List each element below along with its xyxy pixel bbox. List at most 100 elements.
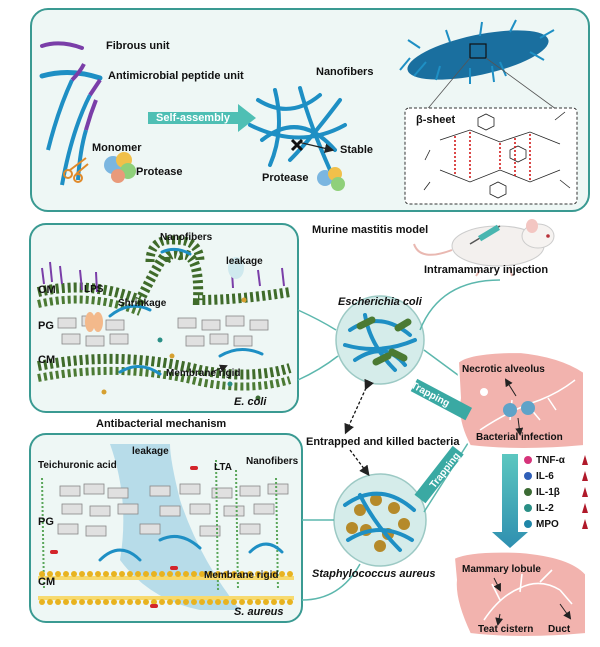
- up-arrow-icon: [582, 519, 588, 529]
- up-arrow-icon: [582, 471, 588, 481]
- up-arrow-icon: [582, 487, 588, 497]
- ecoli-leakage-label: leakage: [226, 256, 263, 267]
- mpo-dot-icon: [524, 520, 532, 528]
- protease-icon-2: [317, 167, 345, 191]
- zoom-box: [469, 43, 487, 59]
- sa-peptidoglycan-layer: [57, 483, 289, 537]
- cytokine-label: IL-1β: [536, 486, 560, 498]
- beta-sheet-label: β-sheet: [416, 114, 456, 126]
- lipid-head: [215, 599, 221, 605]
- protease-icon: [104, 152, 136, 183]
- il2-dot-icon: [524, 504, 532, 512]
- cytokine-label: TNF-α: [536, 454, 565, 466]
- bacterial-infection-label: Bacterial infection: [476, 432, 563, 443]
- sa-species-label: S. aureus: [234, 606, 284, 618]
- lipid-head: [79, 599, 85, 605]
- necrotic-label: Necrotic alveolus: [462, 364, 545, 375]
- lipid-head: [55, 571, 61, 577]
- intramammary-label: Intramammary injection: [424, 264, 549, 276]
- leakage-droplet: [228, 257, 244, 279]
- lipid-head: [127, 571, 133, 577]
- self-assembly-arrow: [148, 104, 256, 132]
- lipid-head: [111, 571, 117, 577]
- sa-membrane-rigid-label: Membrane rigid: [204, 570, 279, 581]
- saureus-sphere: [333, 473, 427, 567]
- tnf-dot-icon: [524, 456, 532, 464]
- nanofiber-network: [248, 86, 347, 172]
- om-label: OM: [38, 284, 56, 296]
- stable-label: Stable: [340, 144, 374, 156]
- lipid-head: [287, 571, 293, 577]
- lipid-head: [47, 571, 53, 577]
- sa-nanofibers-label: Nanofibers: [246, 456, 299, 467]
- outer-membrane: [36, 235, 291, 316]
- lipid-head: [143, 571, 149, 577]
- lta-label: LTA: [214, 462, 232, 473]
- lipid-head: [103, 599, 109, 605]
- ecoli-pg-label: PG: [38, 320, 54, 332]
- lipid-head: [127, 599, 133, 605]
- lipid-head: [247, 599, 253, 605]
- sa-cm-label: CM: [38, 576, 56, 588]
- lipid-head: [223, 599, 229, 605]
- peptidoglycan-layer: [57, 315, 269, 347]
- up-arrow-icon: [582, 503, 588, 513]
- lipid-head: [39, 599, 45, 605]
- ecoli-cm-label: CM: [38, 354, 56, 366]
- lipid-head: [215, 571, 221, 577]
- monomer-label: Monomer: [92, 142, 142, 154]
- cytokine-row: IL-2: [524, 500, 588, 516]
- il1b-dot-icon: [524, 488, 532, 496]
- sa-cell-membrane: [38, 576, 294, 600]
- lipid-head: [239, 599, 245, 605]
- lps-label: LPS: [84, 284, 104, 295]
- lipid-head: [183, 571, 189, 577]
- cytokine-row: IL-6: [524, 468, 588, 484]
- healing-arrow: [492, 454, 528, 548]
- healthy-tissue: [452, 550, 587, 638]
- self-assembly-label: Self-assembly: [156, 112, 230, 124]
- lipid-head: [263, 599, 269, 605]
- ecoli-membrane-rigid-label: Membrane rigid: [166, 368, 241, 379]
- infected-tissue: [456, 350, 585, 450]
- lipid-head: [111, 599, 117, 605]
- lipid-head: [263, 571, 269, 577]
- lipid-head: [191, 599, 197, 605]
- lipid-head: [183, 599, 189, 605]
- monomer-1: [46, 79, 74, 151]
- lipid-head: [199, 599, 205, 605]
- lipid-head: [207, 599, 213, 605]
- fibrous-unit-label: Fibrous unit: [106, 40, 170, 52]
- amp-unit-line: [39, 70, 103, 81]
- protease-label: Protease: [136, 166, 183, 178]
- lipid-head: [39, 571, 45, 577]
- lipid-head: [255, 599, 261, 605]
- lipid-head: [103, 571, 109, 577]
- sa-leakage-label: leakage: [132, 446, 169, 457]
- cytokine-label: IL-2: [536, 502, 554, 514]
- lipid-head: [279, 571, 285, 577]
- lipid-head: [279, 599, 285, 605]
- cytokine-row: MPO: [524, 516, 588, 532]
- murine-model-label: Murine mastitis model: [312, 224, 429, 236]
- lipid-head: [231, 571, 237, 577]
- lipid-head: [159, 571, 165, 577]
- lipid-head: [199, 571, 205, 577]
- duct-label: Duct: [548, 624, 571, 635]
- blocked-cross-icon: [290, 138, 304, 152]
- ecoli-species-label: E. coli: [234, 396, 267, 408]
- teichuronic-label: Teichuronic acid: [38, 460, 117, 471]
- lipid-head: [95, 599, 101, 605]
- teat-cistern-label: Teat cistern: [478, 624, 534, 635]
- lipid-head: [119, 599, 125, 605]
- lipid-head: [55, 599, 61, 605]
- lipid-head: [175, 571, 181, 577]
- lipid-head: [175, 599, 181, 605]
- scissors-icon: [63, 157, 89, 183]
- lipid-head: [143, 599, 149, 605]
- lipid-head: [151, 571, 157, 577]
- lipid-head: [87, 599, 93, 605]
- inner-membrane: [37, 353, 292, 380]
- up-arrow-icon: [582, 455, 588, 465]
- lipid-head: [79, 571, 85, 577]
